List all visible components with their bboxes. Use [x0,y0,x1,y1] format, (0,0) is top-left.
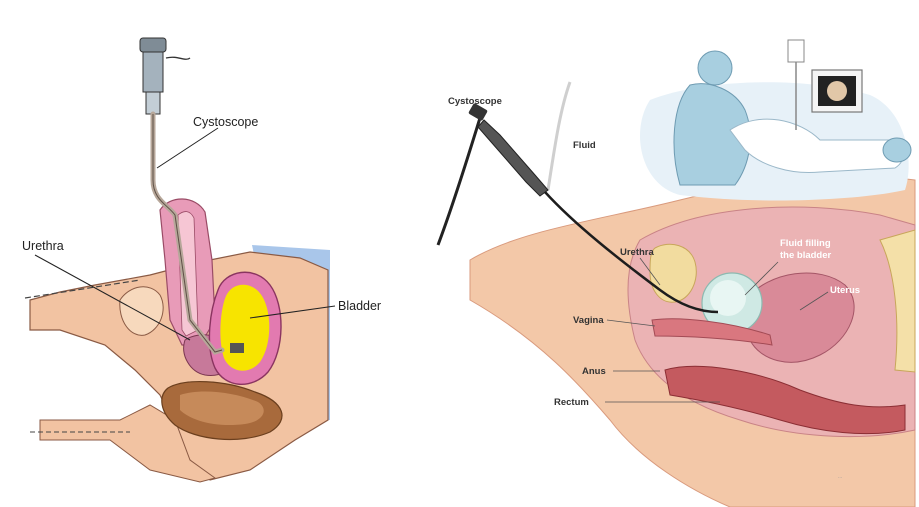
left-scope-body [143,52,163,92]
left-cystoscopy-diagram: Cystoscope Urethra Bladder [22,38,381,482]
right-urethra-label: Urethra [620,247,655,258]
right-cystoscope-label: Cystoscope [448,96,502,107]
left-cystoscope-label: Cystoscope [193,115,258,129]
right-iv-bag [788,40,804,62]
right-cystoscopy-diagram: ... Cystoscope Fluid Urethra Fluid filli… [438,40,915,507]
right-fluid-filling-label-1: Fluid filling [780,238,831,249]
right-rectum-label: Rectum [554,397,589,408]
right-fluid-label: Fluid [573,140,596,151]
left-scope-handle [146,92,160,114]
right-doctor-head [698,51,732,85]
right-pubic-bone [650,244,696,302]
left-scope-cable [166,57,190,59]
right-anus-label: Anus [582,366,606,377]
right-scope-body [478,120,548,196]
left-scope-eyepiece [140,38,166,52]
right-uterus-label: Uterus [830,285,860,296]
right-patient-head [883,138,911,162]
right-vagina-label: Vagina [573,315,604,326]
right-watermark: ... [838,474,842,480]
right-scope-cable [438,118,480,245]
right-bladder-highlight [710,280,746,316]
left-bladder-label: Bladder [338,299,381,313]
left-cystoscope-leader [157,128,218,168]
left-urethra-label: Urethra [22,239,64,253]
left-scope-tip [230,343,244,353]
left-bladder-fill [220,285,269,371]
right-fluid-tube [548,82,570,190]
right-monitor-image [827,81,847,101]
right-fluid-filling-label-2: the bladder [780,250,832,261]
